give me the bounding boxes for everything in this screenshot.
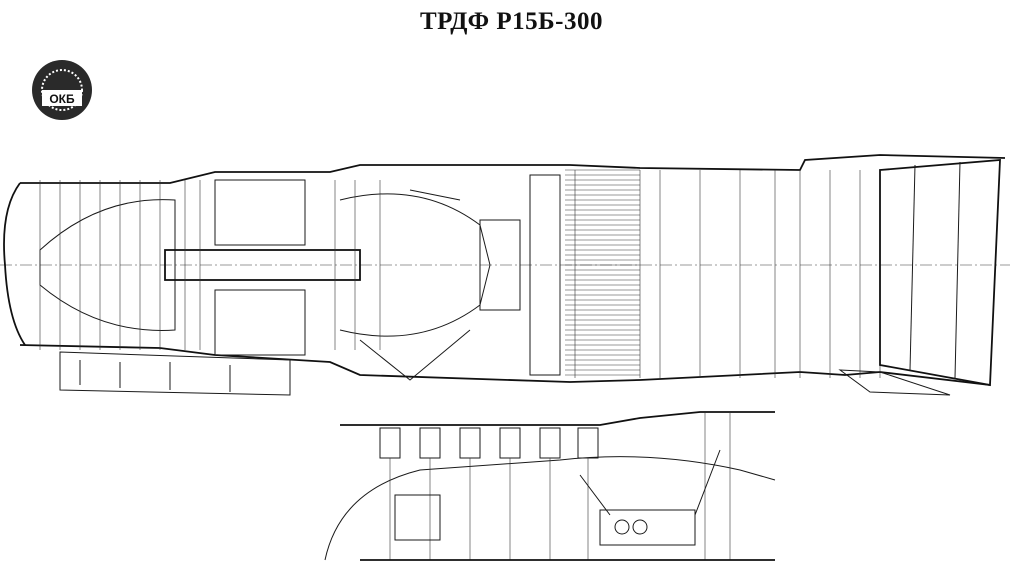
detail-blade (419, 427, 441, 459)
detail-support-struts (579, 449, 721, 516)
detail-blade (459, 427, 481, 459)
detail-flow-contour (324, 456, 776, 561)
drawing-title: ТРДФ Р15Б-300 (420, 8, 603, 35)
inlet-cone (39, 199, 176, 331)
engine-section (0, 154, 1010, 396)
afterburner-liner (565, 169, 640, 376)
detail-blade (577, 427, 599, 459)
combustor-struts (359, 189, 471, 381)
accessory-gearbox (59, 351, 291, 396)
turbine (479, 219, 521, 311)
detail-blade (499, 427, 521, 459)
detail-view (324, 411, 776, 561)
detail-blade (379, 427, 401, 459)
outer-casing-top (20, 154, 1006, 184)
rotor-shaft (164, 249, 361, 281)
compressor-stages-bottom (214, 289, 306, 356)
nozzle-flap (954, 161, 961, 379)
detail-bearing-front (394, 494, 441, 541)
detail-blade-row (379, 412, 731, 560)
detail-blade (539, 427, 561, 459)
compressor-stages-top (214, 179, 306, 246)
detail-roller (632, 519, 648, 535)
combustor (339, 193, 491, 337)
nozzle-flap (909, 164, 916, 371)
emblem-logo-text: ОКБ (49, 92, 75, 106)
detail-roller (614, 519, 630, 535)
detail-top-line (340, 411, 775, 426)
casing-frames (39, 170, 881, 378)
emblem-logo: ОКБ (32, 60, 92, 120)
nozzle-actuator (838, 369, 951, 396)
nozzle (879, 159, 1001, 387)
detail-bearing-rear (599, 509, 696, 546)
outer-casing-bottom (19, 344, 991, 386)
intake-lip (3, 182, 26, 346)
turbine-frame (529, 174, 561, 376)
